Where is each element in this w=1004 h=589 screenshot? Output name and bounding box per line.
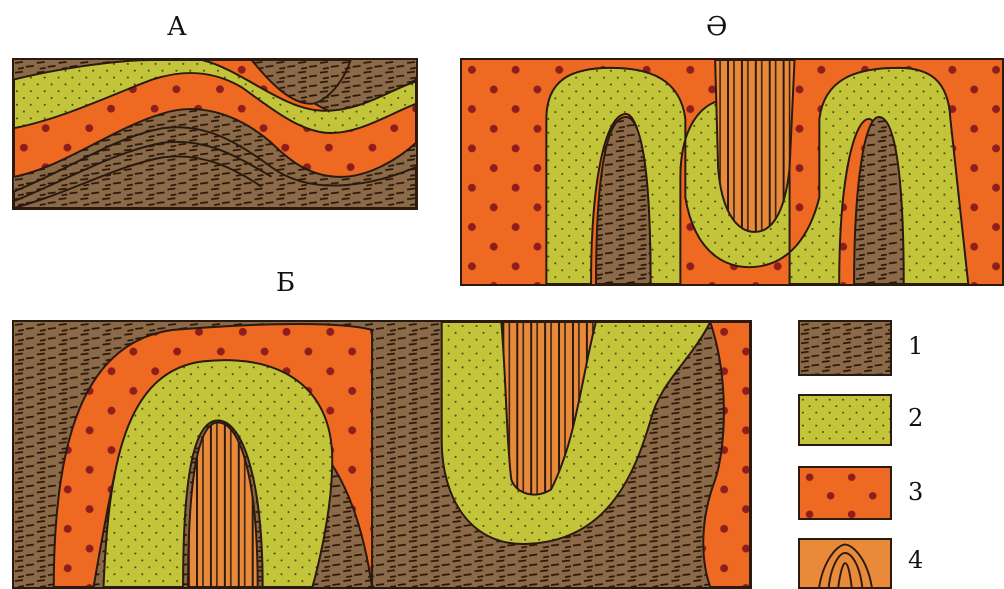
legend-swatch-4 — [798, 538, 892, 589]
legend-number-3: 3 — [908, 478, 923, 506]
panel-a-diagram — [12, 58, 418, 210]
panel-a-label: А — [167, 12, 187, 42]
legend-swatch-2 — [798, 394, 892, 446]
panel-c-diagram — [12, 320, 752, 589]
legend-number-2: 2 — [908, 404, 923, 432]
panel-b-diagram — [460, 58, 1004, 286]
legend-number-4: 4 — [908, 546, 923, 574]
panel-c-label: Б — [276, 268, 295, 298]
legend-number-1: 1 — [908, 332, 923, 360]
legend-swatch-1 — [798, 320, 892, 376]
panel-b-label: Ә — [706, 12, 727, 42]
legend-swatch-3 — [798, 466, 892, 520]
